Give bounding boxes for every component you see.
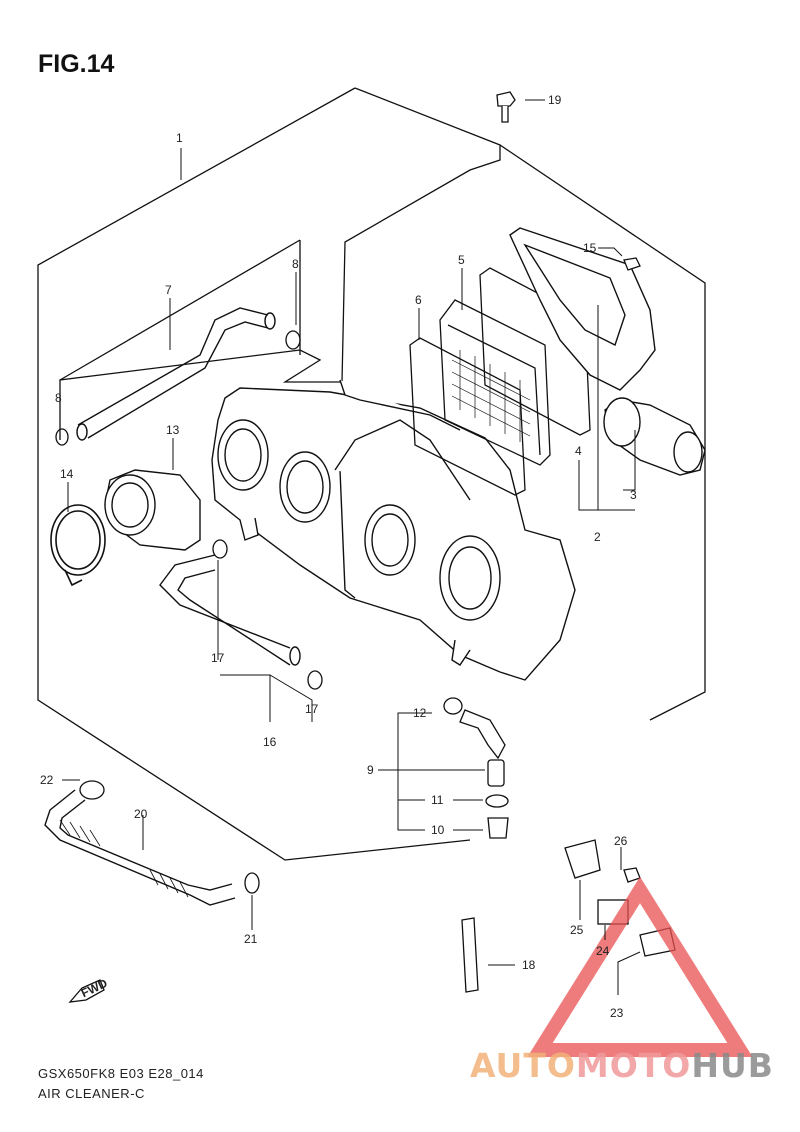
assembly-boundary bbox=[37, 87, 706, 861]
callout-17-left: 17 bbox=[211, 651, 225, 665]
sensor-bracket bbox=[461, 839, 676, 993]
watermark-triangle bbox=[527, 876, 753, 1057]
air-cleaner-cover bbox=[509, 227, 656, 391]
callout-11: 11 bbox=[431, 793, 444, 807]
watermark-part-auto: AUTO bbox=[470, 1046, 576, 1085]
callout-9: 9 bbox=[367, 763, 374, 777]
callout-19: 19 bbox=[548, 93, 562, 107]
callout-17-right: 17 bbox=[305, 702, 319, 716]
callout-21: 21 bbox=[244, 932, 258, 946]
callout-16: 16 bbox=[263, 735, 277, 749]
callout-25: 25 bbox=[570, 923, 584, 937]
hose-16 bbox=[159, 554, 301, 666]
fwd-label: FWD bbox=[79, 976, 110, 1000]
callout-2: 2 bbox=[594, 530, 601, 544]
filter-element bbox=[409, 267, 591, 496]
watermark-part-moto: MOTO bbox=[575, 1046, 692, 1085]
watermark-logo: AUTOMOTOHUB bbox=[470, 1046, 774, 1085]
callout-1: 1 bbox=[176, 131, 183, 145]
callout-4: 4 bbox=[575, 444, 582, 458]
drain-hose-9 bbox=[459, 709, 509, 839]
air-cleaner-housing bbox=[211, 379, 576, 681]
callout-26: 26 bbox=[614, 834, 628, 848]
hose-7 bbox=[76, 307, 276, 441]
leader-lines bbox=[59, 99, 641, 995]
intake-funnel bbox=[603, 397, 706, 476]
callout-6: 6 bbox=[415, 293, 422, 307]
hose-20 bbox=[44, 789, 236, 906]
model-code: GSX650FK8 E03 E28_014 bbox=[38, 1066, 204, 1081]
section-name: AIR CLEANER-C bbox=[38, 1086, 145, 1101]
inlet-duct bbox=[104, 469, 201, 551]
clips bbox=[55, 330, 509, 894]
figure-title: FIG.14 bbox=[38, 50, 115, 78]
callout-23: 23 bbox=[610, 1006, 624, 1020]
callout-14: 14 bbox=[60, 467, 74, 481]
callout-8-upper: 8 bbox=[292, 257, 299, 271]
filter-mesh bbox=[451, 350, 531, 442]
callout-18: 18 bbox=[522, 958, 536, 972]
callout-labels: 1 2 3 4 5 6 7 8 8 9 10 11 12 13 14 15 16… bbox=[40, 93, 637, 1020]
hose-clamp-14 bbox=[50, 504, 106, 587]
callout-5: 5 bbox=[458, 253, 465, 267]
callout-20: 20 bbox=[134, 807, 148, 821]
callout-24: 24 bbox=[596, 944, 610, 958]
hose-20-hatching bbox=[59, 819, 189, 898]
callout-8-lower: 8 bbox=[55, 391, 62, 405]
callout-3: 3 bbox=[630, 488, 637, 502]
callout-10: 10 bbox=[431, 823, 445, 837]
watermark-part-hub: HUB bbox=[691, 1046, 774, 1085]
callout-7: 7 bbox=[165, 283, 172, 297]
callout-13: 13 bbox=[166, 423, 180, 437]
callout-15: 15 bbox=[583, 241, 597, 255]
callout-12: 12 bbox=[413, 706, 427, 720]
bolts bbox=[496, 91, 641, 883]
fwd-arrow-icon: FWD bbox=[68, 976, 110, 1003]
callout-22: 22 bbox=[40, 773, 54, 787]
